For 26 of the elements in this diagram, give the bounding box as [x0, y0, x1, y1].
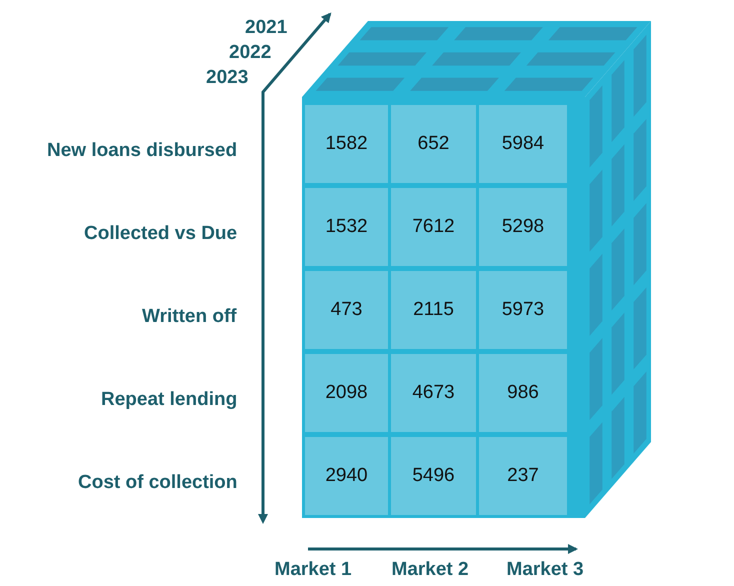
value-cell: 2115 — [391, 271, 476, 349]
row-label: Cost of collection — [78, 472, 238, 494]
value-cell: 5298 — [479, 188, 567, 266]
value-cell: 473 — [305, 271, 388, 349]
year-label: 2022 — [229, 42, 272, 64]
row-label: Collected vs Due — [84, 223, 238, 245]
value-cell: 2940 — [305, 437, 388, 515]
value-cell: 5984 — [479, 105, 567, 183]
value-cell: 4673 — [391, 354, 476, 432]
row-label: Written off — [142, 306, 237, 328]
year-label: 2023 — [206, 67, 248, 89]
value-cell: 7612 — [391, 188, 476, 266]
value-cell: 1532 — [305, 188, 388, 266]
value-cell: 652 — [391, 105, 476, 183]
column-label: Market 1 — [274, 559, 352, 581]
year-label: 2021 — [245, 17, 288, 39]
value-cell: 2098 — [305, 354, 388, 432]
row-label: New loans disbursed — [47, 140, 238, 162]
value-cell: 986 — [479, 354, 567, 432]
value-cell: 237 — [479, 437, 567, 515]
column-label: Market 2 — [392, 559, 469, 581]
column-label: Market 3 — [506, 559, 584, 581]
value-cell: 5973 — [479, 271, 567, 349]
row-label: Repeat lending — [101, 389, 238, 411]
value-cell: 5496 — [391, 437, 476, 515]
value-cell: 1582 — [305, 105, 388, 183]
